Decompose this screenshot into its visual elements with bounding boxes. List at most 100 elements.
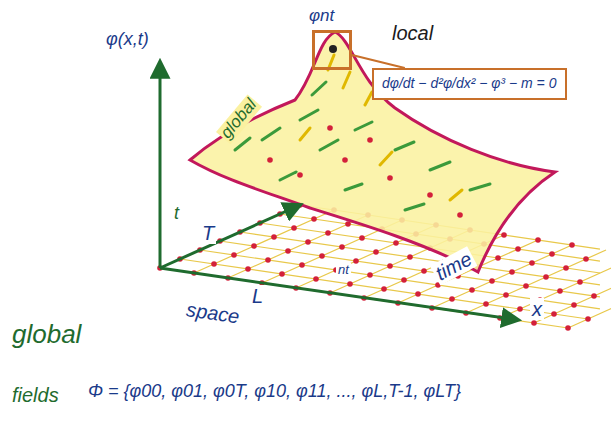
lattice-dot [549,251,555,257]
lattice-dot [211,261,217,267]
lattice-dot [271,234,277,240]
node-text: dφ/dt − d²φ/dx² − φ³ − m = 0 [382,76,557,91]
hatch-stroke [365,92,372,105]
lattice-dot [585,316,591,322]
hatch-stroke [235,138,250,150]
lattice-dot [279,271,285,277]
dimension-label: L [250,285,265,307]
hatch-stroke [395,142,414,150]
lattice-dot [495,255,501,261]
lattice-dot [523,283,529,289]
surface-dot [297,172,303,178]
lattice-dot [535,237,541,243]
hatch-stroke [405,204,424,210]
lattice-dot [285,248,291,254]
lattice-dot [407,254,413,260]
lattice-dot [265,257,271,263]
lattice-dot [557,288,563,294]
lattice-dot [577,279,583,285]
lattice-dot [489,278,495,284]
lattice-dot [339,244,345,250]
lattice-dot [381,286,387,292]
node-text: φnt [309,7,334,26]
hatch-stroke [343,72,350,88]
axis-label: space [183,298,243,328]
hatch-stroke [280,172,296,180]
lattice-dot [515,246,521,252]
lattice-dot [509,269,515,275]
axis-label: t [172,204,181,224]
axis-label: x [530,298,544,320]
lattice-dot [245,266,251,272]
lattice-dot [311,216,317,222]
phi-axis [159,62,162,268]
lattice-dot [421,268,427,274]
lattice-dot [305,239,311,245]
grid-line [194,210,334,273]
surface-dot [427,192,433,198]
hatch-stroke [262,128,280,140]
lattice-dot [543,274,549,280]
lattice-dot [529,260,535,266]
lattice-dot [313,276,319,282]
lattice-dot [325,230,331,236]
lattice-dot [483,301,489,307]
lattice-dot [367,272,373,278]
lattice-dot [291,225,297,231]
lattice-dot [359,235,365,241]
lattice-dot [565,325,571,331]
lattice-dot [401,277,407,283]
hatch-stroke [300,128,310,140]
lattice-dot [319,253,325,259]
lattice-dot [449,296,455,302]
hatch-stroke [300,110,318,120]
point-label: nt [336,263,351,277]
surface-dot [267,157,273,163]
surface-dot [327,125,333,131]
equation-box: dφ/dt − d²φ/dx² − φ³ − m = 0 [372,68,567,100]
leader-line [352,55,405,68]
grid-line [398,240,538,303]
surface-dots [267,125,463,218]
t-axis [160,205,300,268]
lattice-dot [591,293,597,299]
hatch-stroke [450,190,462,200]
section-label: fields [12,384,59,406]
surface-dot [342,157,348,163]
axis-label: time [430,246,477,285]
lattice-dot [469,287,475,293]
lattice-dot [531,320,537,326]
lattice-dot [551,311,557,317]
hatch-stroke [470,184,490,190]
lattice-dot [231,252,237,258]
hatch-stroke [380,152,392,165]
lattice-dot [563,265,569,271]
region-label: local [392,22,433,44]
lattice-dot [501,232,507,238]
grid-line [568,265,611,328]
grid-line [160,205,300,268]
lattice-dot [373,249,379,255]
lattice-dot [393,240,399,246]
hatch-stroke [355,122,372,130]
lattice-dot [347,281,353,287]
local-bug [329,45,337,53]
section-heading: global [12,320,81,349]
hatch-stroke [312,82,326,95]
lattice-dot [299,262,305,268]
surface-dot [387,175,393,181]
hatch-stroke [320,140,338,150]
lattice-dot [415,291,421,297]
grid-line [228,215,368,278]
surface-dot [367,137,373,143]
lattice-dot [517,306,523,312]
grid-line [160,268,568,328]
hatch-stroke [430,162,450,170]
dimension-label: T [200,222,216,244]
lattice-dot [387,263,393,269]
formula: Φ = {φ00, φ01, φ0T, φ10, φ11, ..., φL,T-… [88,382,461,402]
